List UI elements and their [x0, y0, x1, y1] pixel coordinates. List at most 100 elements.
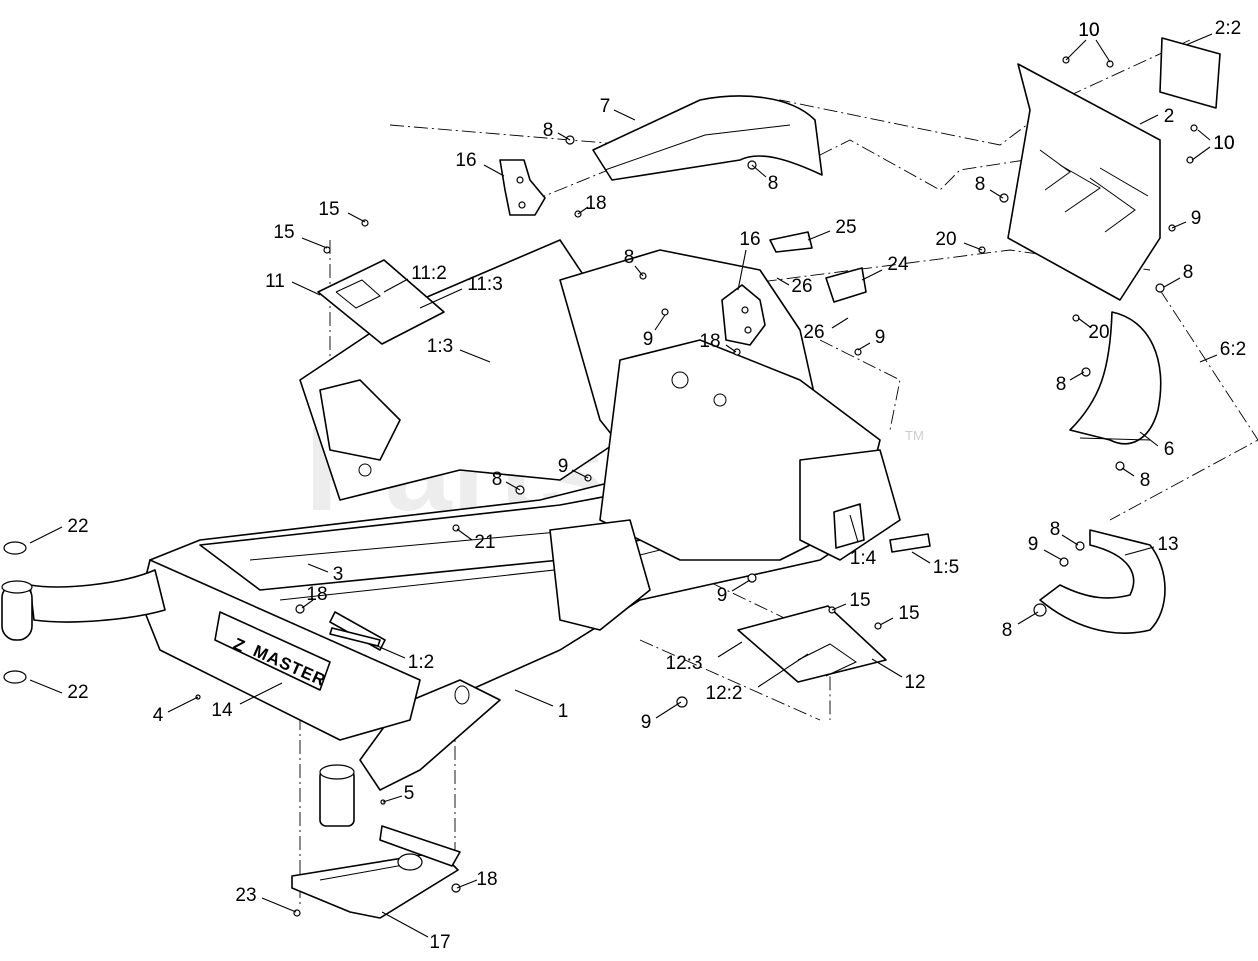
callout-number: 11:3	[467, 274, 503, 295]
callout-leader	[1171, 221, 1187, 229]
callout-leader	[419, 288, 463, 309]
callout-number: 8	[1056, 374, 1067, 395]
callout-leader	[1043, 549, 1063, 561]
callout-number: 8	[768, 173, 779, 194]
callout-c-10d: 10	[1191, 133, 1235, 161]
callout-c-26b: 26	[803, 317, 849, 343]
callout-number: 14	[211, 700, 233, 721]
callout-number: 9	[643, 329, 654, 350]
callout-c-9f: 9	[1028, 534, 1063, 561]
callout-c-18a: 18	[456, 869, 498, 890]
callout-c-6: 6	[1139, 431, 1175, 460]
callout-number: 8	[1002, 620, 1013, 641]
callout-number: 13	[1157, 534, 1178, 555]
callout-leader	[301, 599, 314, 609]
callout-leader	[989, 189, 1004, 199]
callout-leader	[857, 342, 871, 351]
callout-number: 8	[1183, 262, 1194, 283]
callout-c-1-4: 1:4	[849, 514, 877, 569]
callout-leader	[291, 281, 321, 296]
callout-number: 6	[1164, 439, 1175, 460]
callout-number: 10	[1078, 20, 1099, 41]
guard-6	[1069, 311, 1162, 445]
callout-c-18c: 18	[577, 193, 607, 215]
callout-c-2: 2	[1139, 106, 1174, 127]
callout-leader	[1065, 39, 1087, 61]
callout-number: 22	[67, 682, 88, 703]
callout-c-25: 25	[807, 217, 857, 241]
callout-leader	[456, 528, 473, 541]
callout-leader	[1197, 129, 1211, 141]
callout-c-12-2: 12:2	[706, 653, 809, 704]
brackets-24-25	[769, 231, 867, 303]
callout-c-8f: 8	[1163, 262, 1194, 288]
callout-leader	[849, 514, 859, 543]
callout-leader	[1077, 317, 1091, 328]
callout-c-9a: 9	[641, 701, 682, 733]
bushing-top	[3, 541, 27, 555]
callout-c-15b: 15	[318, 199, 366, 223]
callout-leader	[1017, 611, 1039, 625]
callout-leader	[557, 132, 571, 141]
callout-number: 15	[898, 603, 919, 624]
callout-leader	[879, 617, 894, 626]
callout-leader	[655, 701, 682, 719]
callout-number: 8	[543, 120, 554, 141]
cover-plate-12	[737, 605, 887, 683]
callout-leader	[307, 563, 329, 573]
callout-c-8b: 8	[543, 120, 571, 141]
callout-c-4: 4	[153, 696, 199, 726]
callout-leader	[383, 278, 409, 293]
callout-number: 17	[429, 932, 450, 953]
callout-number: 18	[585, 193, 606, 214]
callout-number: 10	[1078, 20, 1099, 41]
callout-c-6-2: 6:2	[1199, 339, 1246, 363]
callout-number: 9	[1028, 534, 1039, 555]
callout-number: 1:2	[408, 652, 434, 673]
callout-leader	[29, 526, 63, 544]
watermark-tm: TM	[905, 428, 924, 443]
bracket-16-right	[721, 284, 766, 346]
callout-number: 23	[235, 885, 256, 906]
callout-c-24: 24	[861, 254, 909, 281]
callout-number: 26	[791, 276, 812, 297]
callout-leader	[1139, 114, 1159, 125]
callout-c-16a: 16	[455, 150, 505, 177]
heat-shield-2	[1007, 63, 1161, 301]
callout-number: 20	[935, 229, 956, 250]
callout-c-14: 14	[211, 682, 283, 721]
callout-leader	[514, 689, 554, 707]
callout-c-9d: 9	[857, 327, 886, 351]
callout-c-1-2: 1:2	[374, 644, 434, 673]
callout-number: 26	[803, 322, 824, 343]
callout-leader	[807, 230, 831, 241]
callout-leader	[1061, 534, 1079, 546]
callout-c-11-3: 11:3	[419, 274, 503, 309]
callout-leader	[261, 897, 297, 913]
callout-c-12-3: 12:3	[666, 641, 743, 674]
callout-c-15a: 15	[273, 222, 328, 249]
callout-c-8e: 8	[975, 174, 1004, 199]
callout-c-8d: 8	[624, 247, 644, 277]
callout-c-9e: 9	[1171, 208, 1201, 229]
callout-c-15d: 15	[879, 603, 920, 626]
callout-number: 9	[558, 456, 569, 477]
callout-leader	[861, 269, 883, 281]
callout-number: 7	[600, 96, 611, 117]
callout-number: 1:3	[427, 336, 453, 357]
label-2-2	[1159, 37, 1221, 109]
callout-leader	[654, 314, 666, 331]
callout-number: 18	[699, 331, 720, 352]
callout-number: 11:2	[411, 263, 447, 284]
callout-leader	[347, 212, 366, 223]
callout-c-9g: 9	[717, 579, 751, 606]
callout-number: 9	[875, 327, 886, 348]
callout-c-26a: 26	[776, 276, 813, 297]
callout-number: 9	[717, 585, 728, 606]
callout-number: 1:5	[933, 557, 959, 578]
caster-arm	[1, 541, 166, 684]
callout-number: 18	[476, 869, 497, 890]
callout-leader	[1191, 146, 1211, 161]
